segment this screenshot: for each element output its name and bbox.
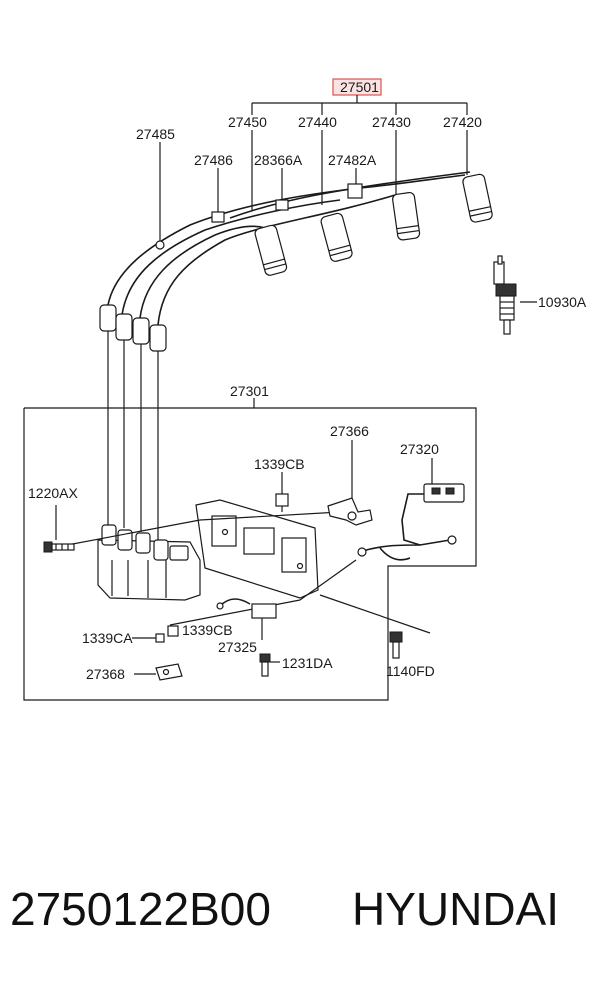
callout-1339cb-top: 1339CB xyxy=(254,456,305,472)
coil-connection-lines xyxy=(107,331,159,540)
coil-assembly-outline xyxy=(23,398,477,701)
callout-27440: 27440 xyxy=(298,114,337,130)
callout-28366a: 28366A xyxy=(254,152,303,168)
callout-27485: 27485 xyxy=(136,126,175,142)
condenser-27325 xyxy=(216,598,277,619)
callout-10930a: 10930A xyxy=(538,294,587,310)
coil-bracket xyxy=(195,499,319,599)
callout-27420: 27420 xyxy=(443,114,482,130)
callout-1339cb-bottom: 1339CB xyxy=(182,622,233,638)
bracket-leader-lines xyxy=(61,500,431,634)
sensor-27366 xyxy=(327,497,373,526)
callout-1220ax: 1220AX xyxy=(28,485,78,501)
callout-labels: 27501 27450 27440 27430 27420 27485 2748… xyxy=(28,79,587,682)
bracket-27368 xyxy=(155,663,183,681)
leader-lines-top xyxy=(159,130,537,303)
footer: 2750122B00 HYUNDAI xyxy=(10,883,559,935)
bolt-1231da xyxy=(259,653,271,677)
callout-27320: 27320 xyxy=(400,441,439,457)
footer-brand: HYUNDAI xyxy=(352,883,559,935)
spark-plug xyxy=(493,255,517,335)
nut-1339ca xyxy=(155,633,165,643)
callout-27366: 27366 xyxy=(330,423,369,439)
coil-end-boots xyxy=(99,304,167,352)
harness-27320 xyxy=(357,483,465,561)
bolt-1140fd xyxy=(389,631,403,659)
callout-27486: 27486 xyxy=(194,152,233,168)
callout-27450: 27450 xyxy=(228,114,267,130)
bolt-1220ax xyxy=(43,541,75,553)
ignition-wire-harness xyxy=(107,171,471,326)
harness-clips xyxy=(155,183,363,250)
wire-set-bracket xyxy=(251,95,468,115)
callout-27368: 27368 xyxy=(86,666,125,682)
callout-1140fd: 1140FD xyxy=(386,663,435,679)
spark-plug-boots xyxy=(254,173,493,276)
callout-1231da: 1231DA xyxy=(282,655,333,671)
footer-part-number: 2750122B00 xyxy=(10,883,271,935)
nut-1339cb-top xyxy=(275,493,289,507)
callout-1339ca: 1339CA xyxy=(82,630,133,646)
callout-27301: 27301 xyxy=(230,383,269,399)
ignition-coil-pack xyxy=(97,524,201,601)
nut-1339cb-bottom xyxy=(167,625,179,637)
callout-27482a: 27482A xyxy=(328,152,377,168)
callout-27501: 27501 xyxy=(340,79,379,95)
callout-27325: 27325 xyxy=(218,639,257,655)
callout-27430: 27430 xyxy=(372,114,411,130)
